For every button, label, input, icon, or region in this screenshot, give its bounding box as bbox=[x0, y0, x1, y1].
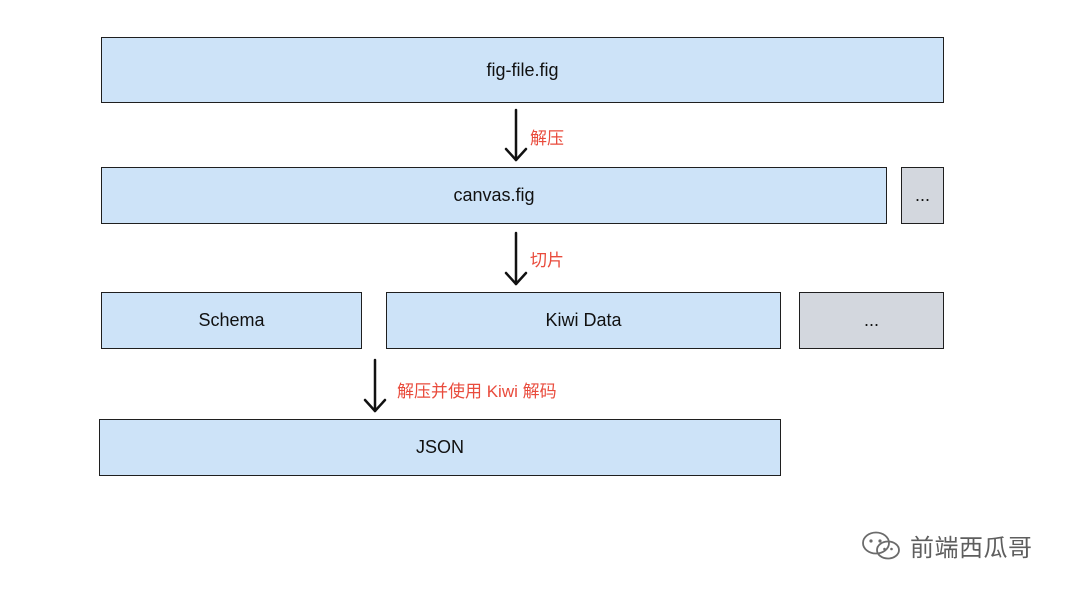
node-canvas-more: ... bbox=[901, 167, 944, 224]
node-schema-label: Schema bbox=[198, 310, 265, 330]
node-kiwi-more: ... bbox=[799, 292, 944, 349]
node-canvas-fig: canvas.fig bbox=[101, 167, 887, 224]
step-label-decode: 解压并使用 Kiwi 解码 bbox=[397, 382, 557, 401]
watermark: 前端西瓜哥 bbox=[860, 528, 1033, 563]
node-kiwi-data-label: Kiwi Data bbox=[545, 310, 622, 330]
step-label-slice: 切片 bbox=[530, 251, 564, 270]
node-canvas-more-label: ... bbox=[914, 185, 930, 205]
node-fig-file-label: fig-file.fig bbox=[486, 59, 559, 80]
node-fig-file: fig-file.fig bbox=[101, 37, 944, 103]
arrow-decode bbox=[363, 358, 387, 413]
node-schema: Schema bbox=[101, 292, 362, 349]
step-label-decompress: 解压 bbox=[530, 129, 564, 148]
node-json: JSON bbox=[99, 419, 781, 476]
wechat-icon bbox=[862, 531, 900, 559]
watermark-text: 前端西瓜哥 bbox=[910, 535, 1033, 562]
arrow-decompress bbox=[504, 108, 528, 162]
arrow-slice bbox=[504, 231, 528, 286]
node-canvas-fig-label: canvas.fig bbox=[453, 185, 535, 205]
node-json-label: JSON bbox=[415, 437, 464, 457]
node-kiwi-data: Kiwi Data bbox=[386, 292, 781, 349]
node-kiwi-more-label: ... bbox=[863, 310, 879, 330]
